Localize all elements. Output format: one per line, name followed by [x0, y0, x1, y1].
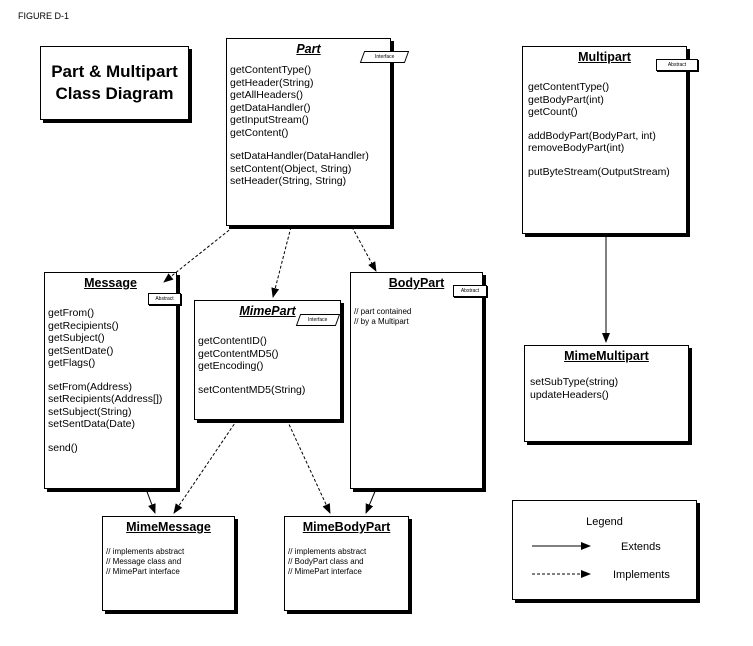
method: send(): [48, 441, 78, 454]
method: getContent(): [230, 126, 289, 139]
method: getCount(): [528, 106, 578, 118]
method: getFrom(): [48, 307, 95, 319]
class-box-message: Message Abstract getFrom() getRecipients…: [44, 272, 181, 489]
method: getContentType(): [230, 64, 312, 76]
implements-arrow-part-to-mimepart: [271, 226, 292, 298]
method: setRecipients(Address[]): [48, 393, 163, 405]
method: removeBodyPart(int): [528, 142, 625, 154]
class-box-part: Part Interface getContentType() getHeade…: [226, 38, 410, 226]
comment-line: // Message class and: [106, 557, 182, 566]
method-list-mimemultipart: setSubType(string) updateHeaders(): [530, 376, 688, 401]
method: setContentMD5(String): [198, 383, 306, 396]
diagram-title-line-1: Part & Multipart: [51, 62, 178, 81]
comment-line: // BodyPart class and: [288, 557, 364, 566]
method-list-multipart: getContentType() getBodyPart(int) getCou…: [528, 81, 686, 178]
legend-extends-label: Extends: [621, 541, 661, 553]
method: getAllHeaders(): [230, 89, 303, 101]
comment-line: // MimePart interface: [288, 567, 362, 576]
class-box-multipart: Multipart Abstract getContentType() getB…: [522, 46, 698, 234]
comment-line: // implements abstract: [288, 547, 367, 556]
class-name-part: Part: [296, 42, 321, 56]
class-name-mimepart: MimePart: [239, 304, 296, 318]
method: setSubType(string): [530, 376, 619, 388]
class-box-mimemultipart: MimeMultipart setSubType(string) updateH…: [524, 345, 689, 442]
method: getSubject(): [48, 332, 105, 344]
legend-title: Legend: [586, 516, 623, 528]
implements-arrow-part-to-message: [163, 226, 234, 283]
method: getDataHandler(): [230, 101, 311, 114]
method: putByteStream(OutputStream): [528, 165, 670, 178]
implements-arrow-part-to-bodypart: [351, 226, 377, 272]
method: updateHeaders(): [530, 388, 609, 401]
method: setFrom(Address): [48, 380, 133, 393]
extends-arrow-bodypart-to-mimebodypart: [365, 488, 377, 514]
abstract-badge: Abstract: [656, 59, 698, 71]
method: getEncoding(): [198, 360, 264, 372]
method: setHeader(String, String): [230, 175, 347, 187]
method: getHeader(String): [230, 76, 314, 89]
method: getSentDate(): [48, 344, 114, 357]
comment-line: // by a Multipart: [354, 317, 409, 326]
method-list-mimepart: getContentID() getContentMD5() getEncodi…: [198, 335, 340, 396]
comment-line: // MimePart interface: [106, 567, 180, 576]
class-name-mimemultipart: MimeMultipart: [564, 349, 649, 363]
class-box-mimemessage: MimeMessage // implements abstract // Me…: [102, 516, 235, 611]
comment-mimemessage: // implements abstract // Message class …: [106, 547, 234, 577]
class-box-mimepart: MimePart Interface getContentID() getCon…: [194, 300, 341, 420]
abstract-badge: Abstract: [453, 285, 487, 297]
class-box-mimebodypart: MimeBodyPart // implements abstract // B…: [284, 516, 409, 611]
method: getContentID(): [198, 335, 267, 347]
diagram-title-box: Part & Multipart Class Diagram: [40, 46, 189, 120]
method: setSubject(String): [48, 405, 132, 418]
method: getInputStream(): [230, 114, 309, 126]
class-name-multipart: Multipart: [578, 50, 631, 64]
method: getBodyPart(int): [528, 93, 604, 106]
method: setContent(Object, String): [230, 162, 352, 175]
implements-arrow-mimepart-to-mimemessage: [173, 419, 238, 514]
extends-arrow-message-to-mimemessage: [145, 488, 156, 514]
class-name-mimemessage: MimeMessage: [126, 520, 211, 534]
comment-line: // part contained: [354, 307, 412, 316]
class-name-message: Message: [84, 276, 137, 290]
method: setDataHandler(DataHandler): [230, 150, 369, 162]
diagram-title-line-2: Class Diagram: [55, 84, 174, 103]
legend-box: Legend Extends Implements: [512, 500, 697, 600]
method: setSentData(Date): [48, 418, 135, 430]
method: getRecipients(): [48, 319, 119, 332]
legend-implements-label: Implements: [613, 569, 670, 581]
comment-mimebodypart: // implements abstract // BodyPart class…: [288, 547, 408, 577]
comment-bodypart: // part contained // by a Multipart: [354, 307, 482, 327]
implements-arrow-mimepart-to-mimebodypart: [286, 419, 331, 514]
figure-label: FIGURE D-1: [18, 11, 70, 21]
method-list-part: getContentType() getHeader(String) getAl…: [230, 64, 390, 188]
method-list-message: getFrom() getRecipients() getSubject() g…: [48, 307, 176, 454]
comment-line: // implements abstract: [106, 547, 185, 556]
class-box-bodypart: BodyPart Abstract // part contained // b…: [350, 272, 487, 489]
method: getFlags(): [48, 357, 96, 369]
method: getContentMD5(): [198, 347, 279, 360]
class-name-mimebodypart: MimeBodyPart: [302, 520, 391, 534]
class-name-bodypart: BodyPart: [388, 276, 445, 290]
abstract-badge: Abstract: [148, 293, 181, 305]
method: getContentType(): [528, 81, 610, 93]
method: addBodyPart(BodyPart, int): [528, 129, 656, 142]
